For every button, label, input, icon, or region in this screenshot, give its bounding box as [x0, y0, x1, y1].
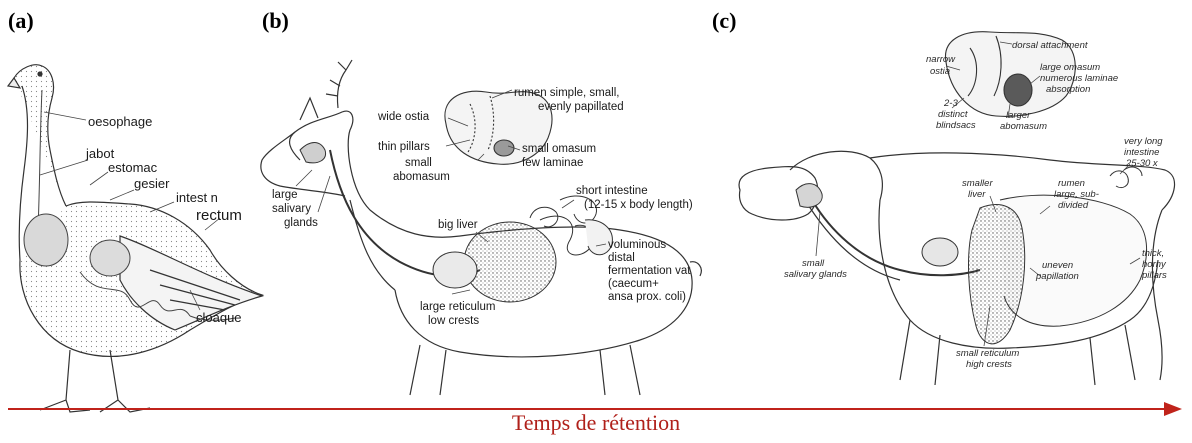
label-narrow: narrow: [926, 54, 956, 65]
label-smaller: smaller: [962, 178, 993, 189]
label-distal: distal: [608, 252, 635, 264]
label-uneven: uneven: [1042, 260, 1073, 271]
label-rumen: rumen: [1058, 178, 1085, 189]
label-larger: larger: [1006, 110, 1031, 121]
label-voluminous: voluminous: [608, 239, 666, 251]
label-large: large: [272, 189, 298, 201]
label-rumen-simple: rumen simple, small,: [514, 87, 619, 99]
label-distinct: distinct: [938, 109, 968, 120]
label-body-length: (12-15 x body length): [584, 199, 693, 211]
label-gesier: gesier: [134, 176, 170, 191]
label-pillars: pillars: [1141, 270, 1167, 281]
label-small-omasum: small omasum: [522, 143, 596, 155]
label-ansa-prox-coli: ansa prox. coli): [608, 291, 686, 303]
label-estomac: estomac: [108, 160, 158, 175]
label-absorption: absorption: [1046, 84, 1090, 95]
label-cloaque: cloaque: [196, 310, 242, 325]
label-evenly-papillated: evenly papillated: [538, 101, 624, 113]
label-intestine: intestine: [1124, 147, 1159, 158]
label-very-long: very long: [1124, 136, 1163, 147]
label-papillation: papillation: [1035, 271, 1079, 282]
label-small-reticulum: small reticulum: [956, 348, 1019, 359]
label-divided: divided: [1058, 200, 1089, 211]
label-liver: liver: [968, 189, 986, 200]
label-small: small: [405, 157, 432, 169]
label-rectum: rectum: [196, 207, 242, 224]
label-salivary: salivary: [272, 203, 311, 215]
label-salivary-glands-c: salivary glands: [784, 269, 847, 280]
label-fermentation-vat: fermentation vat: [608, 265, 691, 277]
label-dorsal-attachment: dorsal attachment: [1012, 40, 1088, 51]
label-oesophage: oesophage: [88, 114, 152, 129]
label-low-crests: low crests: [428, 315, 479, 327]
label-few-laminae: few laminae: [522, 157, 583, 169]
label-big-liver: big liver: [438, 219, 478, 231]
label-glands: glands: [284, 217, 318, 229]
label-caecum: (caecum+: [608, 278, 659, 290]
label-ostia: ostia: [930, 66, 950, 77]
label-large-reticulum: large reticulum: [420, 301, 495, 313]
label-2-3: 2-3: [943, 98, 958, 109]
label-jabot: jabot: [85, 146, 115, 161]
label-numerous-laminae: numerous laminae: [1040, 73, 1118, 84]
retention-time-label: Temps de rétention: [0, 410, 1192, 436]
label-abomasum: abomasum: [393, 171, 450, 183]
label-thick: thick,: [1142, 248, 1164, 259]
label-horny: horny: [1142, 259, 1167, 270]
label-small-c: small: [802, 258, 825, 269]
label-thin-pillars: thin pillars: [378, 141, 430, 153]
label-blindsacs: blindsacs: [936, 120, 976, 131]
label-short-intestine: short intestine: [576, 185, 648, 197]
label-wide-ostia: wide ostia: [377, 111, 430, 123]
label-25-30x: 25-30 x: [1125, 158, 1159, 169]
label-large-omasum: large omasum: [1040, 62, 1100, 73]
label-abomasum-c: abomasum: [1000, 121, 1047, 132]
label-large-sub: large, sub-: [1054, 189, 1099, 200]
label-high-crests: high crests: [966, 359, 1012, 370]
label-intestin: intest n: [176, 190, 218, 205]
